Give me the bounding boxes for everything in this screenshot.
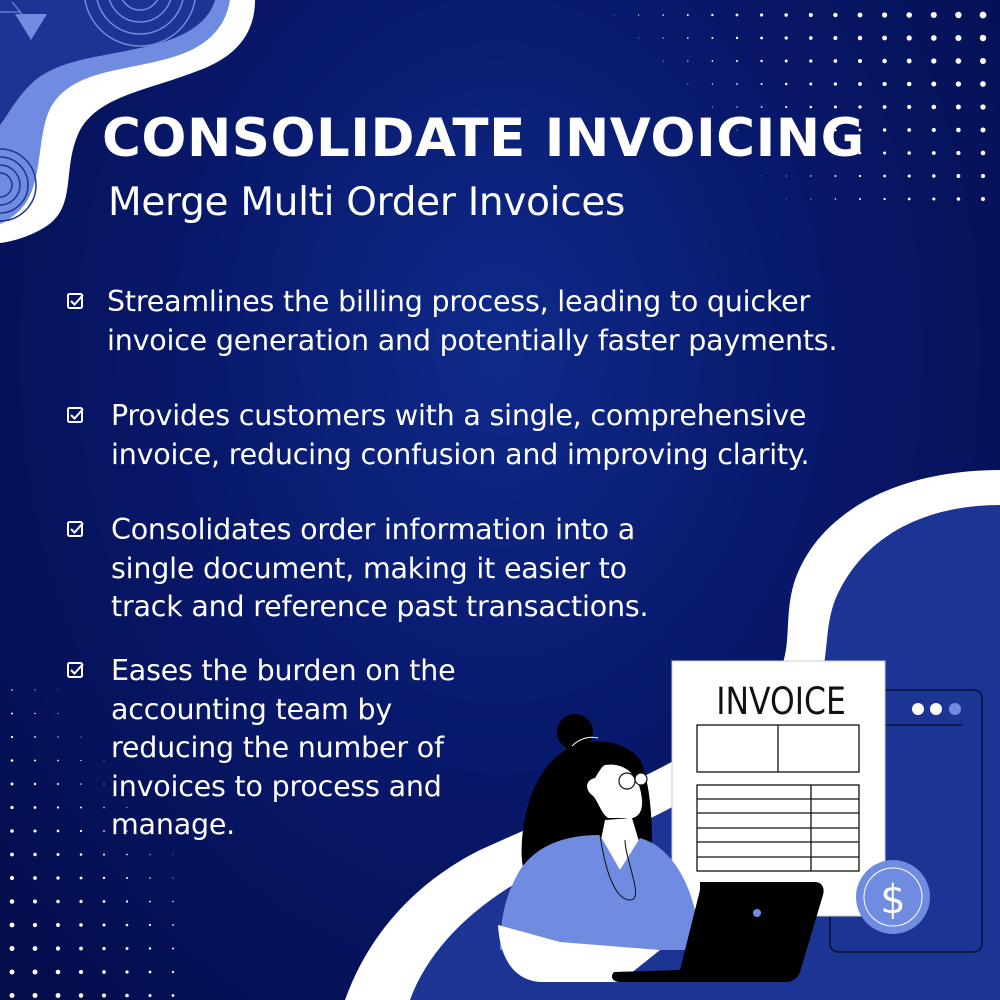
benefit-item: Streamlines the billing process, leading… xyxy=(67,283,838,360)
triangle-shape xyxy=(15,14,47,40)
benefit-text: Consolidates order information into a si… xyxy=(111,513,649,623)
laptop xyxy=(612,882,824,982)
window-dot-3 xyxy=(949,703,961,715)
shirt xyxy=(500,835,700,950)
top-left-blob-blue xyxy=(0,0,215,125)
invoice-table xyxy=(696,784,860,872)
benefit-item: Consolidates order information into a si… xyxy=(67,511,649,627)
benefit-item: Eases the burden on the accounting team … xyxy=(67,652,456,845)
hair-bun xyxy=(557,714,593,750)
benefit-text: Streamlines the billing process, leading… xyxy=(107,285,838,357)
arm xyxy=(498,925,660,982)
dot-grid-top-right xyxy=(9,11,987,998)
page-subtitle: Merge Multi Order Invoices xyxy=(108,180,626,225)
invoice-label: INVOICE xyxy=(716,680,846,723)
window-dot-2 xyxy=(930,703,942,715)
dollar-coin xyxy=(856,860,930,934)
dollar-icon: $ xyxy=(880,877,906,923)
window-dot-1 xyxy=(912,703,924,715)
concentric-rings-left xyxy=(0,148,37,222)
checkbox-checked-icon xyxy=(67,407,84,423)
checkbox-checked-icon xyxy=(67,521,84,537)
benefit-text: Eases the burden on the accounting team … xyxy=(111,654,456,841)
benefit-text: Provides customers with a single, compre… xyxy=(111,399,810,471)
concentric-rings-top xyxy=(84,0,196,47)
checkbox-checked-icon xyxy=(67,293,84,309)
invoice-document xyxy=(671,660,886,917)
woman-illustration xyxy=(498,714,700,982)
page-title: CONSOLIDATE INVOICING xyxy=(102,108,865,169)
benefit-item: Provides customers with a single, compre… xyxy=(67,397,810,474)
checkbox-checked-icon xyxy=(67,662,84,678)
